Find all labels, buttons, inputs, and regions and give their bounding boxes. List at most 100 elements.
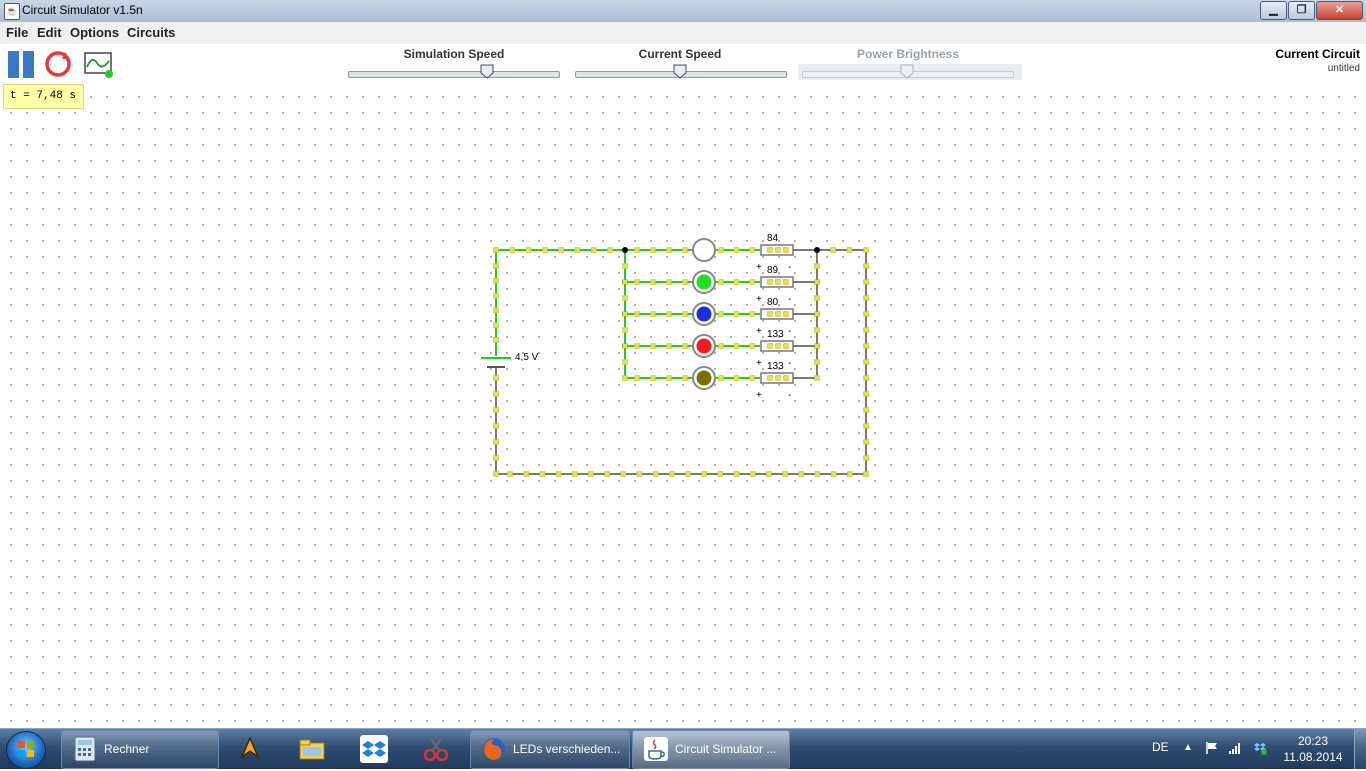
current-dot	[622, 327, 628, 333]
polarity-minus: -	[788, 358, 791, 369]
show-desktop-button[interactable]	[1354, 729, 1366, 769]
current-dot	[863, 359, 869, 365]
firefox-icon	[483, 738, 505, 760]
current-dot	[634, 279, 640, 285]
current-dot	[775, 279, 781, 285]
current-dot	[863, 343, 869, 349]
show-hidden-icons-icon[interactable]: ▲	[1183, 742, 1193, 753]
current-dot	[493, 247, 499, 253]
current-dot	[783, 247, 789, 253]
resistor-value-label: 84	[767, 233, 779, 244]
menu-circuits[interactable]: Circuits	[127, 25, 176, 40]
current-dot	[493, 263, 499, 269]
current-dot	[775, 375, 781, 381]
snipping-tool-icon[interactable]	[422, 735, 450, 763]
wire-layer	[495, 249, 867, 475]
current-dot	[636, 471, 643, 477]
current-dot	[863, 279, 869, 285]
network-signal-icon[interactable]	[1228, 741, 1242, 755]
circuit-drawing[interactable]: 4,5 V 84+-89+-80+-133+-133+-	[0, 84, 1366, 728]
current-dot	[749, 247, 755, 253]
current-dot	[622, 311, 628, 317]
current-dot	[650, 343, 656, 349]
scope-icon[interactable]	[84, 49, 114, 79]
current-dot	[493, 337, 499, 343]
simulation-speed-track[interactable]	[348, 71, 560, 78]
dropbox-tray-icon[interactable]	[1253, 741, 1267, 755]
current-dot	[814, 343, 820, 349]
component-labels: 4,5 V 84+-89+-80+-133+-133+-	[515, 233, 791, 401]
current-dot	[863, 375, 869, 381]
current-dot	[652, 471, 659, 477]
current-dot	[863, 439, 869, 445]
simulation-speed-thumb[interactable]	[480, 64, 494, 79]
junction-dot	[814, 247, 820, 253]
taskbar-button-circuit-simulator[interactable]: Circuit Simulator ...	[632, 730, 790, 769]
current-dot	[830, 471, 837, 477]
clock-date[interactable]: 11.08.2014	[1283, 750, 1343, 764]
current-dot	[830, 247, 836, 253]
junction-dot	[622, 247, 628, 253]
current-dot	[493, 278, 499, 284]
current-dot	[814, 375, 820, 381]
dropbox-icon[interactable]	[360, 735, 388, 763]
circuit-canvas[interactable]: 4,5 V 84+-89+-80+-133+-133+-	[0, 84, 1366, 728]
current-dot	[509, 247, 516, 253]
start-button[interactable]	[6, 731, 46, 769]
current-dot	[863, 455, 869, 461]
current-dot	[590, 247, 597, 253]
current-dot	[767, 311, 773, 317]
current-dot	[620, 471, 627, 477]
action-center-flag-icon[interactable]	[1205, 741, 1219, 755]
current-dot	[525, 247, 532, 253]
winamp-icon[interactable]	[236, 735, 264, 763]
current-dot	[650, 375, 656, 381]
polarity-minus: -	[788, 390, 791, 401]
current-dot	[814, 311, 820, 317]
current-speed-label: Current Speed	[638, 47, 722, 61]
current-dot	[814, 327, 820, 333]
current-dot	[622, 263, 628, 269]
current-dot	[718, 343, 724, 349]
resistor-value-label: 133	[767, 361, 784, 372]
menu-edit[interactable]: Edit	[37, 25, 62, 40]
current-dot	[863, 327, 869, 333]
current-dot	[733, 279, 740, 285]
current-dot	[766, 471, 772, 477]
current-dot	[574, 247, 581, 253]
pause-icon[interactable]	[6, 49, 36, 79]
maximize-button[interactable]: ❐	[1288, 1, 1315, 20]
polarity-minus: -	[788, 326, 791, 337]
current-dot	[669, 471, 675, 477]
menu-file[interactable]: File	[6, 25, 29, 40]
current-dot	[622, 279, 628, 285]
current-dot	[588, 471, 594, 477]
current-dot	[701, 471, 707, 477]
java-app-icon[interactable]: ☕	[4, 3, 20, 20]
led-light	[696, 306, 712, 322]
current-dot	[718, 375, 724, 381]
current-dot	[775, 247, 781, 253]
current-dot	[847, 471, 853, 477]
taskbar-button-rechner[interactable]: Rechner	[61, 730, 219, 769]
reset-icon[interactable]	[43, 49, 73, 79]
taskbar-button-firefox[interactable]: LEDs verschieden...	[470, 730, 630, 769]
current-dot	[733, 311, 740, 317]
current-dot	[634, 343, 640, 349]
language-indicator[interactable]: DE	[1152, 740, 1169, 754]
close-button[interactable]: ✕	[1316, 1, 1363, 20]
current-speed-thumb[interactable]	[673, 64, 687, 79]
circuit-name: untitled	[1327, 63, 1360, 74]
menu-options[interactable]: Options	[70, 25, 120, 40]
explorer-icon[interactable]	[298, 735, 326, 763]
current-dot	[607, 247, 613, 253]
current-dot	[749, 279, 755, 285]
current-dot	[814, 471, 821, 477]
current-dot	[539, 471, 546, 477]
clock-time[interactable]: 20:23	[1297, 734, 1329, 748]
title-bar[interactable]: ☕ Circuit Simulator v1.5n ▁ ❐ ✕	[0, 0, 1366, 23]
resistor-value-label: 89	[767, 265, 779, 276]
java-icon	[644, 737, 668, 761]
minimize-button[interactable]: ▁	[1260, 1, 1287, 20]
current-dot	[622, 359, 628, 365]
